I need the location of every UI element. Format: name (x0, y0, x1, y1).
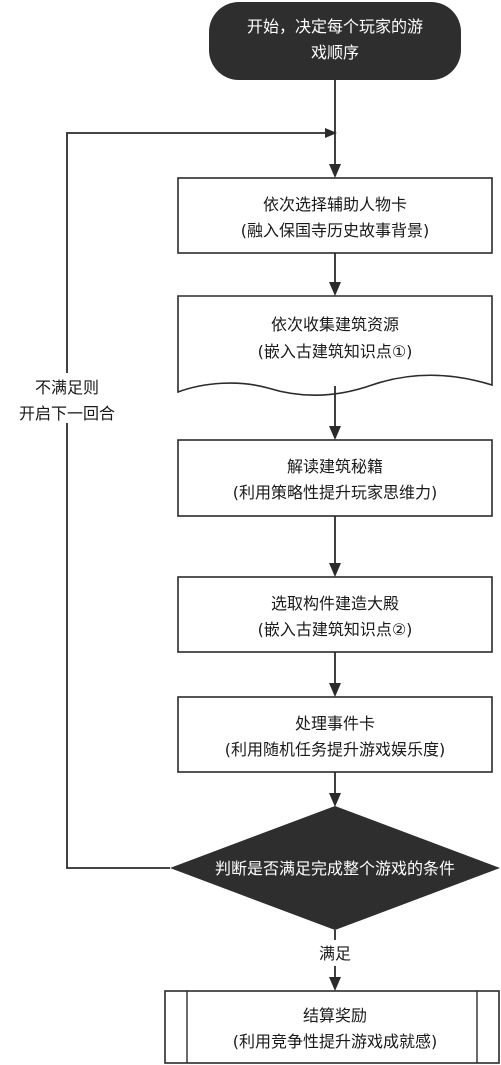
decision-shape (170, 806, 500, 930)
connector-step4-step5 (329, 652, 341, 697)
end-label-line2: (利用竞争性提升游戏成就感) (233, 1032, 438, 1051)
yes-label-background (303, 940, 367, 966)
no-label-background (12, 373, 124, 423)
connector-step2-step3 (329, 386, 341, 440)
decision-diamond: 判断是否满足完成整个游戏的条件 (170, 806, 500, 930)
step-read-building-secrets: 解读建筑秘籍 (利用策略性提升玩家思维力) (177, 439, 493, 517)
start-terminal: 开始，决定每个玩家的游 戏顺序 (209, 2, 461, 80)
no-label-line2: 开启下一回合 (19, 404, 115, 423)
step1-label-line2: (融入保国寺历史故事背景) (241, 221, 430, 240)
connector-start-step1 (329, 80, 341, 178)
loop-back-connector (66, 128, 337, 869)
connector-step3-step4 (329, 516, 341, 577)
step3-box (177, 439, 493, 517)
step-build-hall: 选取构件建造大殿 (嵌入古建筑知识点②) (177, 576, 493, 653)
connector-step5-decision (329, 772, 341, 807)
step2-label-line2: (嵌入古建筑知识点①) (258, 342, 413, 361)
start-shape (209, 2, 461, 80)
start-label-line2: 戏顺序 (311, 43, 359, 62)
step2-label-line1: 依次收集建筑资源 (271, 315, 399, 334)
connector-step1-step2 (329, 253, 341, 296)
step5-box (177, 696, 493, 773)
step1-label-line1: 依次选择辅助人物卡 (263, 195, 407, 214)
step3-label-line2: (利用策略性提升玩家思维力) (233, 483, 438, 502)
step1-box (177, 177, 493, 254)
step4-label-line1: 选取构件建造大殿 (271, 594, 399, 613)
step5-label-line1: 处理事件卡 (295, 714, 375, 733)
no-label-line1: 不满足则 (35, 378, 99, 397)
end-settle-rewards: 结算奖励 (利用竞争性提升游戏成就感) (164, 990, 500, 1064)
step-handle-event-card: 处理事件卡 (利用随机任务提升游戏娱乐度) (177, 696, 493, 773)
end-box (164, 990, 500, 1064)
step-select-character-card: 依次选择辅助人物卡 (融入保国寺历史故事背景) (177, 177, 493, 254)
step4-label-line2: (嵌入古建筑知识点②) (258, 620, 413, 639)
end-label-line1: 结算奖励 (303, 1006, 367, 1025)
step2-document-shape (177, 295, 493, 396)
decision-label: 判断是否满足完成整个游戏的条件 (215, 859, 455, 878)
step5-label-line2: (利用随机任务提升游戏娱乐度) (225, 740, 446, 759)
step3-label-line1: 解读建筑秘籍 (287, 457, 383, 476)
step-collect-resources: 依次收集建筑资源 (嵌入古建筑知识点①) (177, 295, 493, 396)
step4-box (177, 576, 493, 653)
yes-label: 满足 (319, 944, 351, 963)
start-label-line1: 开始，决定每个玩家的游 (247, 17, 423, 36)
